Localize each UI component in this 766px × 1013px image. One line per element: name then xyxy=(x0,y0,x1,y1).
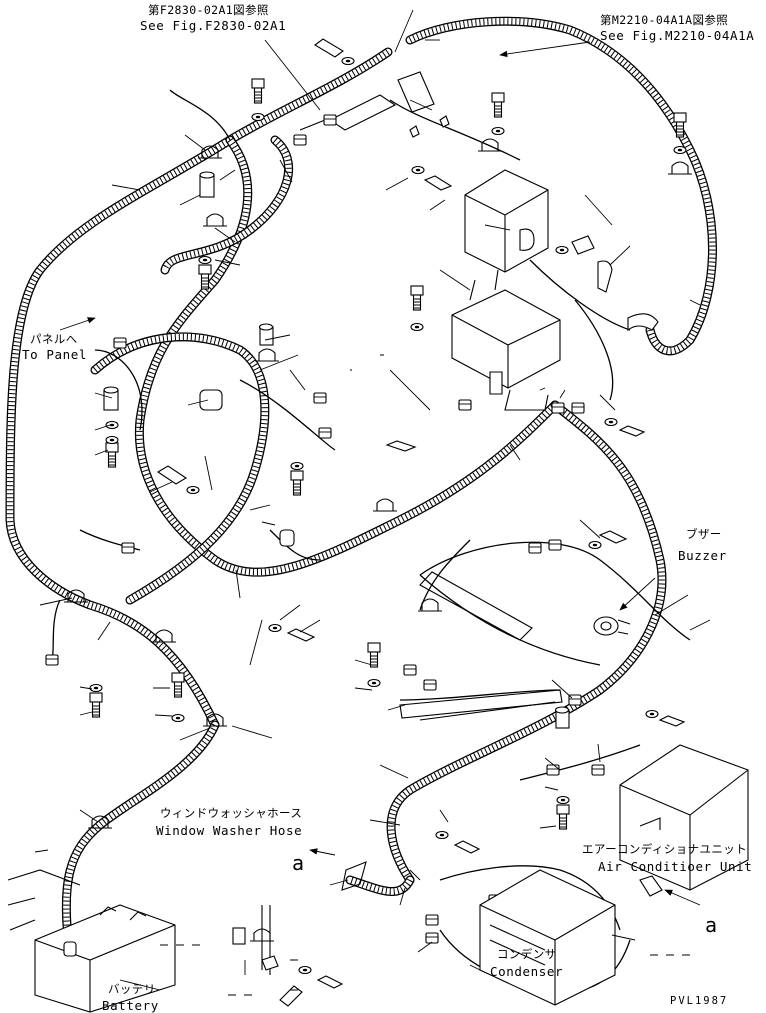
battery-label-en: Battery xyxy=(102,998,159,1013)
ref-top-right-en: See Fig.M2210-04A1A xyxy=(600,28,754,43)
buzzer-label-en: Buzzer xyxy=(678,548,727,563)
ref-top-left-en: See Fig.F2830-02A1 xyxy=(140,18,286,33)
buzzer xyxy=(593,616,631,636)
view-a-left: a xyxy=(292,851,304,875)
leader-lines xyxy=(34,9,711,991)
drawing-code: PVL1987 xyxy=(670,995,728,1007)
dash-marks xyxy=(160,354,690,996)
panel-label-ja: パネルへ xyxy=(30,332,78,346)
air-conditioner-unit xyxy=(619,744,749,891)
washer-label-ja: ウィンドウォッシャホース xyxy=(160,806,302,820)
horizontal-bolts xyxy=(156,38,686,989)
small-relays xyxy=(103,171,570,945)
washer-label-en: Window Washer Hose xyxy=(156,823,302,838)
detail-view-a xyxy=(261,861,663,1007)
battery-label-ja: バッテリ xyxy=(108,982,156,996)
relay-bracket xyxy=(397,71,659,411)
ref-top-right-ja: 第M2210-04A1A図参照 xyxy=(600,13,728,27)
harness-sleeves xyxy=(299,94,563,721)
panel-label-en: To Panel xyxy=(22,347,87,362)
main-harness xyxy=(5,16,717,960)
buzzer-label-ja: ブザー xyxy=(686,527,722,541)
aircon-label-ja: エアーコンディショナユニット xyxy=(582,842,747,856)
view-a-right: a xyxy=(705,913,717,937)
clamps xyxy=(63,138,693,942)
condenser-label-ja: コンデンサ xyxy=(497,947,557,961)
labels: 第F2830-02A1図参照 See Fig.F2830-02A1 第M2210… xyxy=(22,3,754,1013)
ref-top-left-ja: 第F2830-02A1図参照 xyxy=(148,3,269,17)
condenser-label-en: Condenser xyxy=(490,964,563,979)
aircon-label-en: Air Conditioer Unit xyxy=(598,859,752,874)
condenser xyxy=(479,869,616,1006)
